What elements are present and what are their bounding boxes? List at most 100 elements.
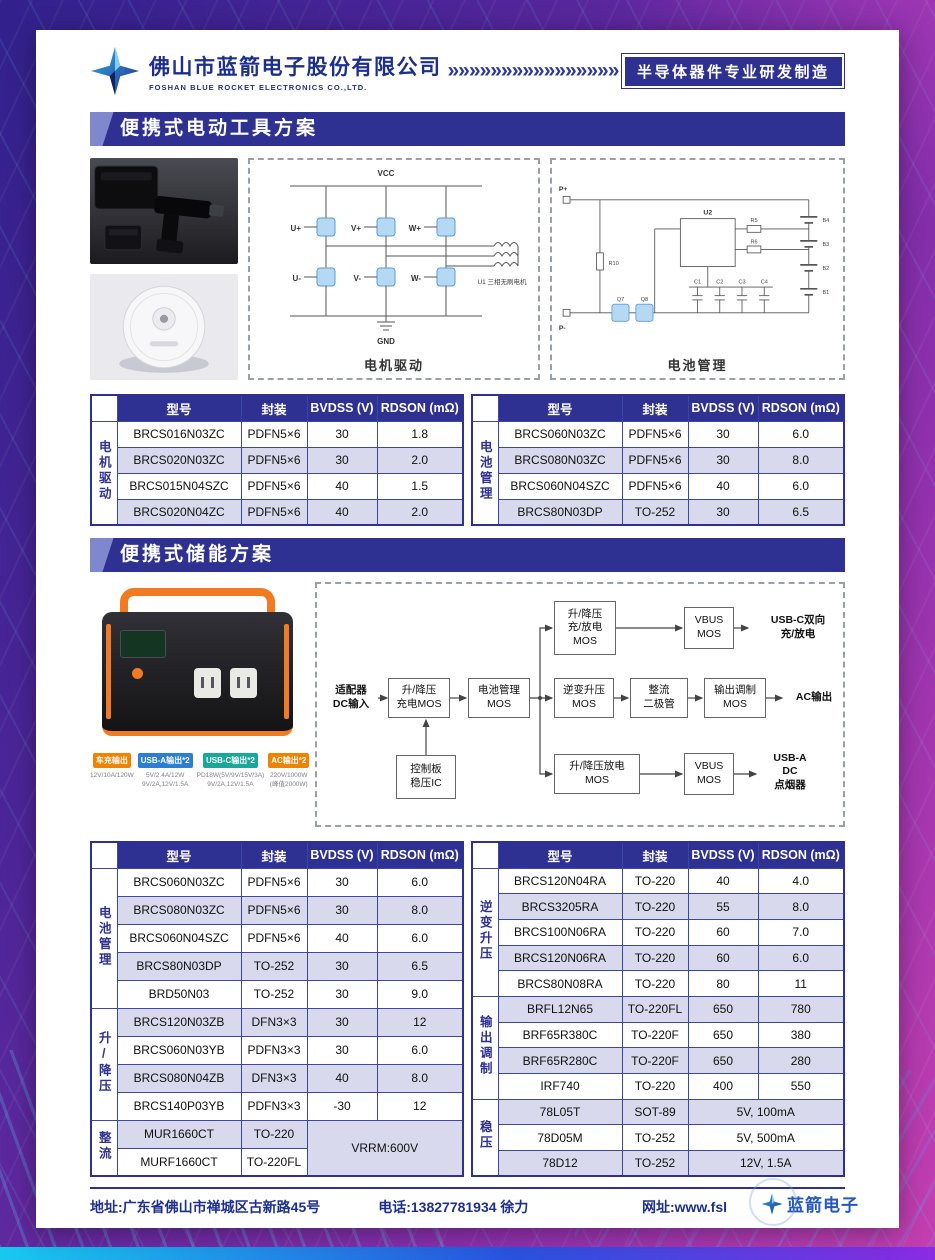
motor-drive-circuit: VCC GND U+ V+ W+ U- V- W- U1 三相无刷电机 bbox=[290, 169, 527, 346]
footer-logo-text: 蓝箭电子 bbox=[787, 1196, 859, 1216]
svg-text:P-: P- bbox=[559, 325, 566, 332]
spec-cell: PDFN5×6 bbox=[240, 498, 308, 526]
column-header: BVDSS (V) bbox=[306, 841, 378, 869]
column-header: RDSON (mΩ) bbox=[757, 841, 845, 869]
column-header: 封装 bbox=[621, 394, 689, 422]
svg-text:Q8: Q8 bbox=[641, 297, 648, 303]
spec-cell: 12 bbox=[376, 1007, 464, 1037]
flow-arrows bbox=[378, 624, 784, 778]
spec-cell: 11 bbox=[757, 970, 845, 997]
spec-cell: TO-220F bbox=[621, 1047, 689, 1074]
spec-cell: 30 bbox=[306, 895, 378, 925]
column-header: 型号 bbox=[116, 841, 242, 869]
svg-text:U+: U+ bbox=[291, 224, 302, 233]
group-cell: 输出调制 bbox=[471, 995, 499, 1100]
spec-cell: 780 bbox=[757, 995, 845, 1023]
spec-cell: 30 bbox=[306, 446, 378, 474]
spec-cell: 40 bbox=[306, 1063, 378, 1093]
spec-cell: -30 bbox=[306, 1091, 378, 1121]
svg-text:W+: W+ bbox=[409, 224, 422, 233]
spec-cell: 380 bbox=[757, 1021, 845, 1049]
spec-cell: 5V, 100mA bbox=[687, 1098, 845, 1126]
spec-cell: 30 bbox=[306, 867, 378, 897]
section2-media-row: 车充输出 12V/10A/120W USB-A输出*2 5V/2.4A/12W … bbox=[90, 582, 845, 827]
spec-cell: 30 bbox=[306, 979, 378, 1009]
spec-cell: 40 bbox=[687, 472, 759, 500]
background-bottom-strip bbox=[0, 1247, 935, 1260]
spec-cell: BRCS080N03ZC bbox=[116, 895, 242, 925]
spec-cell: 400 bbox=[687, 1073, 759, 1100]
tag-spec: 220V/1000W (峰值2000W) bbox=[269, 772, 308, 789]
column-header: 型号 bbox=[116, 394, 242, 422]
spec-cell: BRCS016N03ZC bbox=[116, 420, 242, 448]
group-label: 电机驱动 bbox=[96, 440, 111, 503]
spec-cell: TO-220 bbox=[621, 867, 689, 895]
flyer-card: 佛山市蓝箭电子股份有限公司 FOSHAN BLUE ROCKET ELECTRO… bbox=[36, 30, 899, 1228]
column-header: RDSON (mΩ) bbox=[376, 394, 464, 422]
flow-input-label: 适配器 DC输入 bbox=[332, 684, 370, 710]
storage-flow-diagram-box: 适配器 DC输入 升/降压 充电MOS 电池管理 MOS 升/降压 充/放电 M… bbox=[315, 582, 845, 827]
spec-cell: PDFN3×3 bbox=[240, 1091, 308, 1121]
spec-cell: 80 bbox=[687, 970, 759, 997]
spec-cell: TO-252 bbox=[240, 951, 308, 981]
spec-cell: 60 bbox=[687, 918, 759, 946]
logo-watermark-ring bbox=[749, 1178, 797, 1227]
spec-cell: 6.5 bbox=[757, 498, 845, 526]
spec-cell: BRCS3205RA bbox=[497, 893, 623, 920]
group-cell: 逆变升压 bbox=[471, 867, 499, 997]
table-corner bbox=[471, 394, 499, 422]
spec-cell: 30 bbox=[687, 498, 759, 526]
group-cell: 整流 bbox=[90, 1119, 118, 1177]
spec-cell: 78D12 bbox=[497, 1150, 623, 1177]
section2-title-bar: 便携式储能方案 bbox=[90, 538, 845, 572]
spec-cell: 12 bbox=[376, 1091, 464, 1121]
spec-cell: BRCS080N03ZC bbox=[497, 446, 623, 474]
spec-cell: 6.0 bbox=[376, 1035, 464, 1065]
group-cell: 稳压 bbox=[471, 1098, 499, 1177]
tag-label: USB-C输出*2 bbox=[202, 753, 258, 768]
spec-cell: BRCS80N08RA bbox=[497, 970, 623, 997]
svg-text:C4: C4 bbox=[761, 280, 768, 286]
spec-cell: PDFN5×6 bbox=[621, 472, 689, 500]
spec-cell: TO-220 bbox=[621, 893, 689, 920]
column-header: RDSON (mΩ) bbox=[757, 394, 845, 422]
svg-text:V-: V- bbox=[353, 274, 361, 283]
group-label: 逆变升压 bbox=[477, 899, 492, 962]
spec-cell: 9.0 bbox=[376, 979, 464, 1009]
spec-cell: 2.0 bbox=[376, 498, 464, 526]
spec-cell: 8.0 bbox=[376, 1063, 464, 1093]
spec-cell: 6.0 bbox=[376, 867, 464, 897]
spec-cell: PDFN5×6 bbox=[240, 867, 308, 897]
spec-cell: 30 bbox=[306, 951, 378, 981]
spec-cell: BRCS120N04RA bbox=[497, 867, 623, 895]
svg-text:B2: B2 bbox=[822, 266, 829, 272]
spec-cell: BRCS020N04ZC bbox=[116, 498, 242, 526]
column-header: 封装 bbox=[621, 841, 689, 869]
battery-management-caption: 电池管理 bbox=[667, 358, 728, 373]
station-ac-outlet bbox=[230, 668, 257, 698]
spec-cell: BRCS015N04SZC bbox=[116, 472, 242, 500]
svg-text:C3: C3 bbox=[738, 280, 745, 286]
spec-cell: SOT-89 bbox=[621, 1098, 689, 1126]
product-photos-column bbox=[90, 158, 238, 380]
footer-address: 地址:广东省佛山市禅城区古新路45号 bbox=[90, 1199, 321, 1216]
spec-cell: 78L05T bbox=[497, 1098, 623, 1126]
station-screen bbox=[120, 630, 166, 658]
column-header: 型号 bbox=[497, 841, 623, 869]
svg-text:V+: V+ bbox=[351, 224, 361, 233]
section1-title-bar: 便携式电动工具方案 bbox=[90, 112, 845, 146]
spec-cell: 30 bbox=[687, 446, 759, 474]
spec-cell: TO-220 bbox=[240, 1119, 308, 1149]
flow-vbus-bottom-box: VBUS MOS bbox=[684, 753, 734, 795]
output-tag-ac: AC输出*2 220V/1000W (峰值2000W) bbox=[268, 750, 310, 790]
spec-cell: PDFN5×6 bbox=[240, 446, 308, 474]
svg-text:Q7: Q7 bbox=[617, 297, 624, 303]
flow-battery-mos-box: 电池管理 MOS bbox=[468, 678, 530, 718]
